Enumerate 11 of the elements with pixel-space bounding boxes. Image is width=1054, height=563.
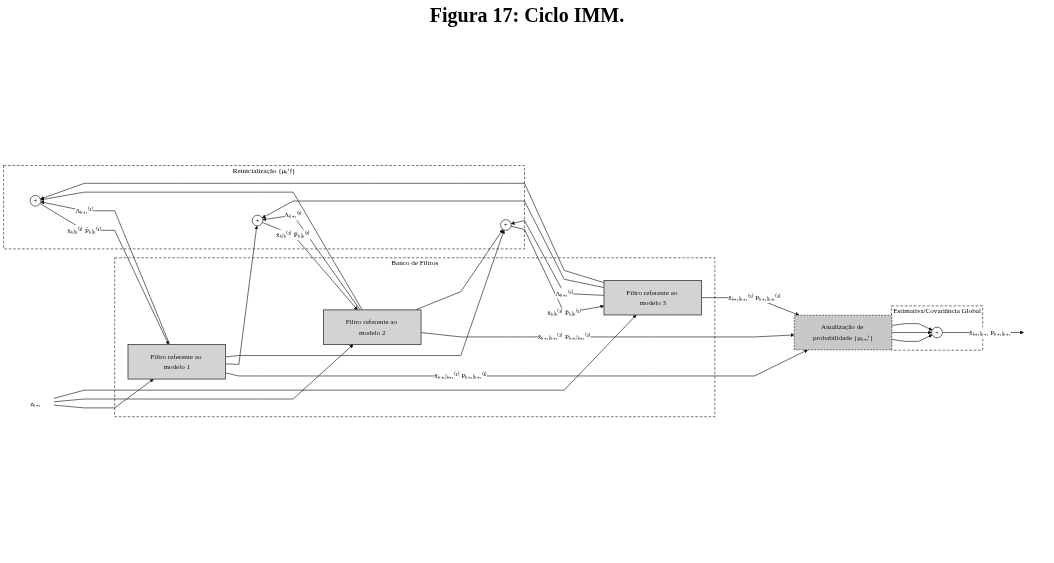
figure-title: Figura 17: Ciclo IMM. — [428, 4, 626, 27]
node-box — [127, 344, 226, 380]
node-box — [323, 309, 422, 346]
node-box — [603, 280, 702, 316]
node-circle — [500, 219, 512, 231]
node-box — [793, 315, 893, 351]
cluster — [3, 165, 525, 250]
cluster — [114, 257, 716, 418]
node-circle — [931, 327, 943, 339]
node-circle — [29, 195, 42, 207]
node-circle — [251, 215, 264, 227]
